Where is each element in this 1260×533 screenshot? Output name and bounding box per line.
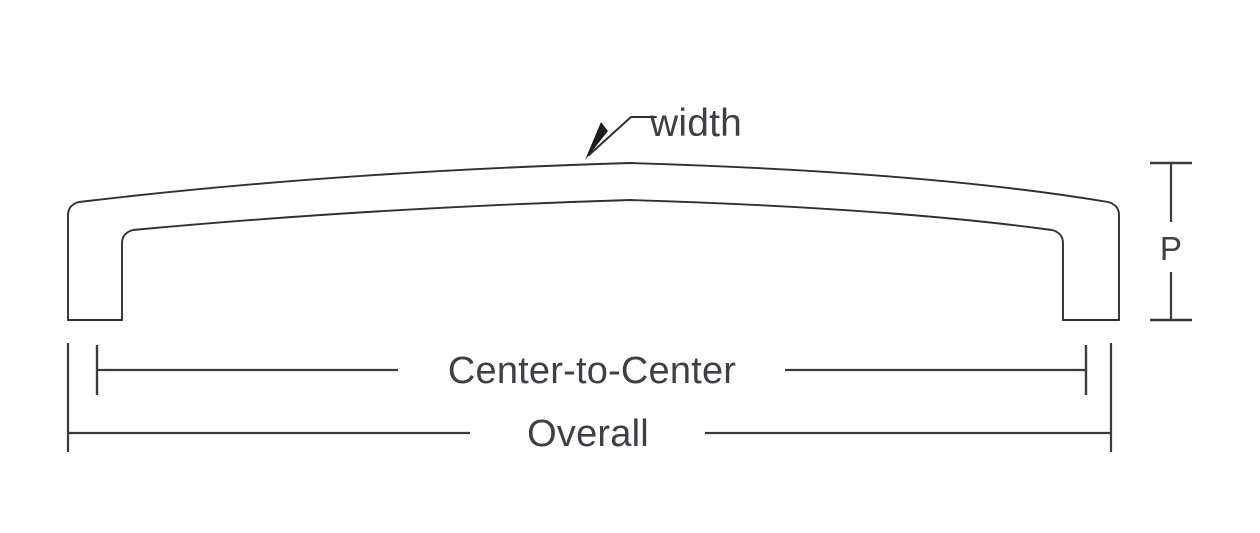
width-callout-group: width — [585, 102, 742, 160]
projection-label: P — [1160, 230, 1182, 267]
width-arrowhead-icon — [585, 122, 608, 160]
overall-label: Overall — [527, 413, 649, 455]
handle-inner-profile — [121, 199, 1064, 321]
overall-dimension-group: Overall — [66, 343, 1113, 455]
handle-profile-group — [67, 162, 1120, 321]
center-to-center-label: Center-to-Center — [448, 350, 736, 392]
projection-dimension-group: P — [1150, 161, 1192, 322]
width-leader-line — [588, 116, 657, 156]
width-label: width — [649, 102, 742, 145]
center-to-center-dimension-group: Center-to-Center — [95, 345, 1088, 395]
handle-outer-profile — [67, 162, 1120, 321]
